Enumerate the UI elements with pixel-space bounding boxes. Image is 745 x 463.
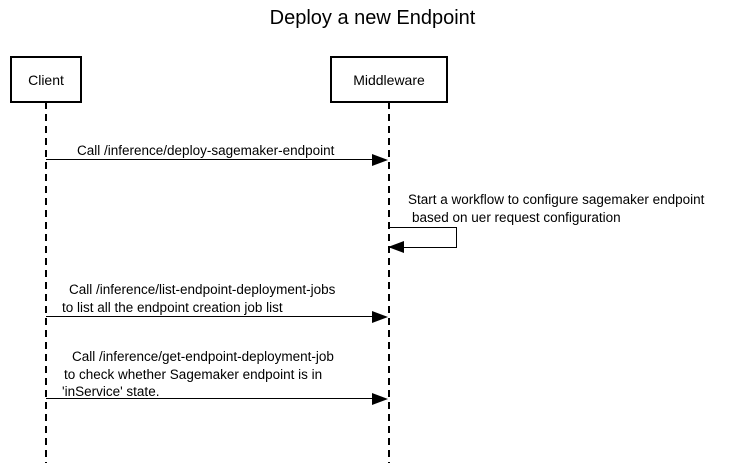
actor-middleware-box: Middleware <box>330 56 448 103</box>
arrowhead-left-icon <box>388 241 404 253</box>
message-arrow-get-job <box>46 398 374 399</box>
message-arrow-list-jobs <box>46 316 374 317</box>
actor-middleware-label: Middleware <box>353 71 425 88</box>
self-message-loop <box>388 227 457 248</box>
arrowhead-right-icon <box>372 154 388 166</box>
diagram-title: Deploy a new Endpoint <box>269 7 476 29</box>
message-label-list-jobs: Call /inference/list-endpoint-deployment… <box>62 282 336 315</box>
actor-client-box: Client <box>10 56 82 103</box>
message-arrow-deploy-endpoint <box>46 159 374 160</box>
message-label-get-job: Call /inference/get-endpoint-deployment-… <box>62 349 334 399</box>
middleware-lifeline <box>388 102 390 463</box>
actor-client-label: Client <box>28 71 64 88</box>
message-label-deploy-endpoint: Call /inference/deploy-sagemaker-endpoin… <box>77 143 335 158</box>
client-lifeline <box>45 102 47 463</box>
message-label-start-workflow: Start a workflow to configure sagemaker … <box>408 192 705 225</box>
arrowhead-right-icon <box>372 393 388 405</box>
arrowhead-right-icon <box>372 311 388 323</box>
